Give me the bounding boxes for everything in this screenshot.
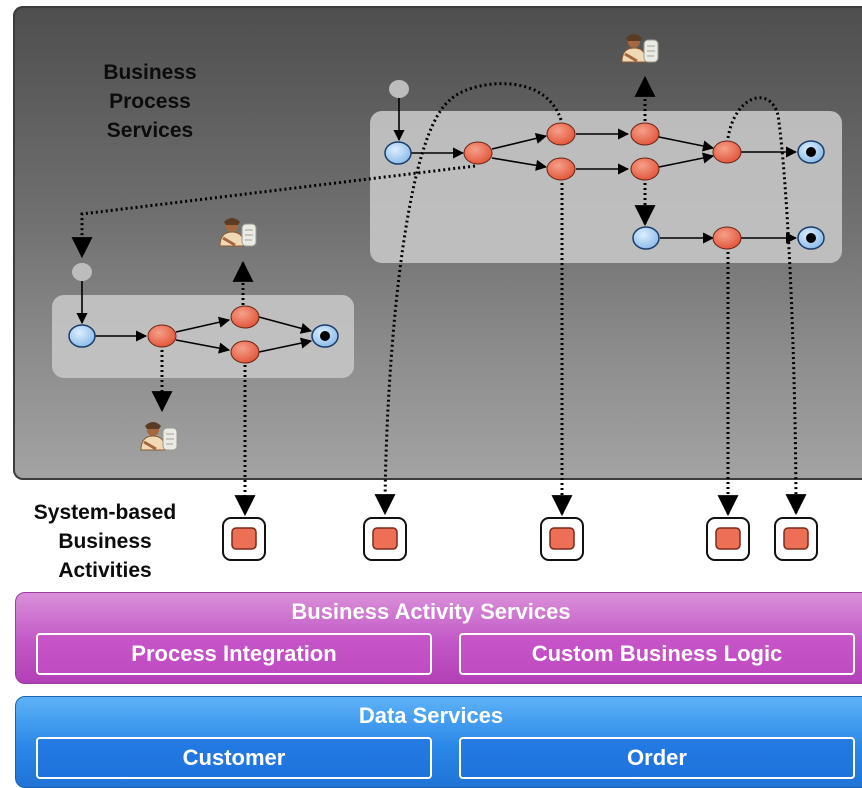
- business-process-services-title: Business Process Services: [70, 58, 230, 145]
- title-line: Business: [103, 61, 197, 84]
- system-activity-box: [540, 517, 584, 561]
- start-marker: [389, 80, 409, 98]
- system-activity-box: [774, 517, 818, 561]
- swimlane-left: [52, 295, 354, 378]
- order-box: Order: [459, 737, 855, 779]
- start-marker: [72, 263, 92, 281]
- start-node: [384, 141, 412, 165]
- end-node-core: [806, 233, 816, 243]
- label-line: System-based: [33, 501, 177, 524]
- customer-box: Customer: [36, 737, 432, 779]
- activity-node: [630, 157, 660, 181]
- title-line: Process: [109, 90, 191, 113]
- activity-node: [712, 140, 742, 164]
- end-node-core: [806, 147, 816, 157]
- activity-node: [712, 226, 742, 250]
- system-based-business-activities-label: System-based Business Activities: [0, 498, 210, 585]
- title-line: Services: [106, 119, 194, 142]
- activity-node: [147, 324, 177, 348]
- system-activity-box: [363, 517, 407, 561]
- person-with-document-icon: [139, 420, 179, 452]
- activity-node: [546, 157, 576, 181]
- data-services-layer: Data Services Customer Order: [15, 696, 862, 788]
- end-node-core: [320, 331, 330, 341]
- activity-node: [230, 305, 260, 329]
- person-with-document-icon: [218, 216, 258, 248]
- business-activity-services-title: Business Activity Services: [291, 599, 571, 624]
- start-node: [68, 324, 96, 348]
- process-integration-box: Process Integration: [36, 633, 432, 675]
- start-node: [632, 226, 660, 250]
- label-line: Business: [58, 530, 152, 553]
- system-activity-box: [706, 517, 750, 561]
- system-activity-box: [222, 517, 266, 561]
- activity-node: [630, 122, 660, 146]
- activity-node: [230, 340, 260, 364]
- custom-business-logic-box: Custom Business Logic: [459, 633, 855, 675]
- person-with-document-icon: [620, 32, 660, 64]
- label-line: Activities: [58, 559, 152, 582]
- business-activity-services-layer: Business Activity Services Process Integ…: [15, 592, 862, 684]
- activity-node: [546, 122, 576, 146]
- data-services-title: Data Services: [358, 703, 504, 728]
- activity-node: [463, 141, 493, 165]
